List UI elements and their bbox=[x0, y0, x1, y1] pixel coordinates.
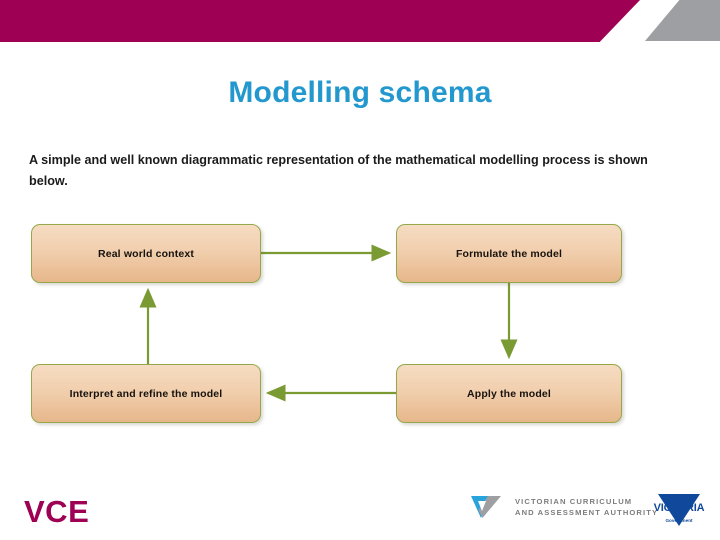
diagram-node-formulate-the-model[interactable]: Formulate the model bbox=[396, 224, 622, 283]
vcaa-logo: VICTORIAN CURRICULUM AND ASSESSMENT AUTH… bbox=[468, 492, 658, 523]
victoria-state-government-logo: VICTORIA State Government bbox=[648, 491, 710, 529]
diagram-node-label: Real world context bbox=[97, 247, 195, 260]
victoria-subtext-line1: State bbox=[673, 513, 685, 518]
victoria-subtext: State Government bbox=[648, 513, 710, 524]
victoria-wordmark: VICTORIA bbox=[653, 502, 705, 514]
header-band bbox=[0, 0, 720, 44]
diagram-node-label: Interpret and refine the model bbox=[69, 387, 223, 400]
vcaa-wordmark-line1: VICTORIAN CURRICULUM bbox=[515, 497, 633, 506]
diagram-node-label: Apply the model bbox=[467, 387, 551, 400]
body-paragraph: A simple and well known diagrammatic rep… bbox=[29, 153, 648, 188]
page-title: Modelling schema bbox=[228, 76, 492, 109]
diagram-node-apply-the-model[interactable]: Apply the model bbox=[396, 364, 622, 423]
victoria-subtext-line2: Government bbox=[665, 518, 693, 524]
header-crimson-shape bbox=[0, 0, 640, 42]
diagram-node-interpret-and-refine-the-model[interactable]: Interpret and refine the model bbox=[31, 364, 261, 423]
vcaa-wordmark-line2: AND ASSESSMENT AUTHORITY bbox=[515, 507, 659, 517]
vce-logo: VCE bbox=[24, 494, 90, 529]
vcaa-checkmark-icon bbox=[468, 492, 508, 523]
victoria-triangle-icon bbox=[658, 494, 700, 526]
vcaa-wordmark: VICTORIAN CURRICULUM AND ASSESSMENT AUTH… bbox=[515, 497, 658, 518]
diagram-node-label: Formulate the model bbox=[455, 247, 563, 260]
diagram-node-real-world-context[interactable]: Real world context bbox=[31, 224, 261, 283]
